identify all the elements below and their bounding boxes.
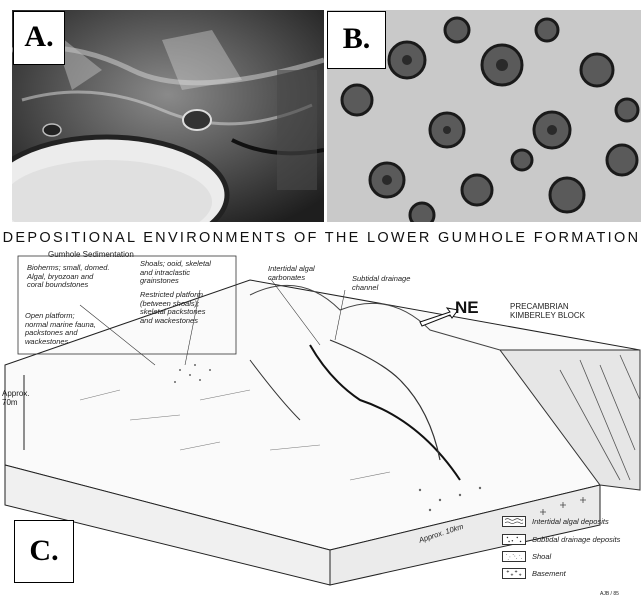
- basement-swatch: [502, 568, 526, 579]
- panel-label-c: C.: [14, 520, 74, 583]
- legend-label-basement: Basement: [532, 569, 566, 578]
- annotation-precambrian: PRECAMBRIAN KIMBERLEY BLOCK: [510, 303, 585, 320]
- shoals-line-3: grainstones: [140, 277, 211, 286]
- shoal-swatch: [502, 551, 526, 562]
- legend-item-intertidal: Intertidal algal deposits: [502, 514, 609, 528]
- precambrian-line-2: KIMBERLEY BLOCK: [510, 312, 585, 321]
- bioherms-line-3: coral boundstones: [27, 281, 110, 290]
- subtidal-line-2: channel: [352, 284, 410, 293]
- vertical-scale-label: Approx. 70m: [2, 390, 30, 407]
- panel-label-a: A.: [13, 11, 65, 65]
- annotation-open-platform: Open platform; normal marine fauna, pack…: [25, 312, 96, 346]
- intertidal-swatch: [502, 516, 526, 527]
- panel-label-b: B.: [327, 11, 386, 69]
- sedimentation-heading: Gumhole Sedimentation: [48, 251, 134, 260]
- intertidal-line-2: carbonates: [268, 274, 315, 283]
- restricted-line-4: and wackestones: [140, 317, 205, 326]
- annotation-bioherms: Bioherms; small, domed. Algal, bryozoan …: [27, 264, 110, 290]
- figure-credit: AJB / 85: [600, 590, 619, 599]
- subtidal-swatch: [502, 534, 526, 545]
- legend-item-basement: Basement: [502, 566, 566, 580]
- annotation-intertidal: Intertidal algal carbonates: [268, 265, 315, 282]
- legend-item-subtidal: Subtidal drainage deposits: [502, 532, 620, 546]
- open-line-4: wackestones: [25, 338, 96, 347]
- annotation-restricted: Restricted platform (between shoals); sk…: [140, 291, 205, 325]
- legend-label-shoal: Shoal: [532, 552, 551, 561]
- legend-label-subtidal: Subtidal drainage deposits: [532, 535, 620, 544]
- north-east-marker: NE: [455, 298, 479, 318]
- vertical-scale-line-2: 70m: [2, 399, 30, 408]
- legend-label-intertidal: Intertidal algal deposits: [532, 517, 609, 526]
- annotation-subtidal: Subtidal drainage channel: [352, 275, 410, 292]
- annotation-shoals: Shoals; ooid, skeletal and intraclastic …: [140, 260, 211, 286]
- legend-item-shoal: Shoal: [502, 549, 551, 563]
- figure-title: DEPOSITIONAL ENVIRONMENTS OF THE LOWER G…: [0, 230, 643, 246]
